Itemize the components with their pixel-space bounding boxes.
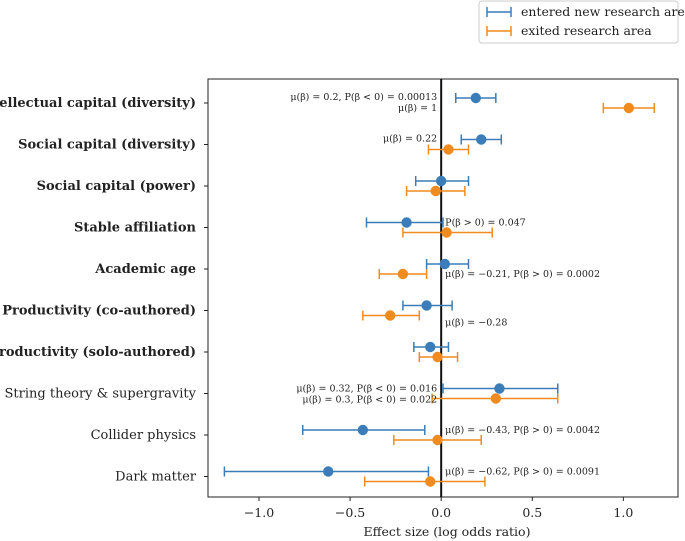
errorbar-exited — [418, 351, 459, 363]
mean-point — [384, 310, 396, 321]
x-tick-label: −1.0 — [244, 505, 274, 520]
y-tick-label: Collider physics — [91, 428, 196, 443]
errorbar-entered — [414, 175, 470, 187]
mean-point — [441, 227, 452, 238]
errorbar-entered — [460, 134, 503, 145]
y-tick-label: Academic age — [94, 262, 196, 277]
stat-annotation: μ(β) = 0.32, P(β < 0) = 0.016 — [296, 384, 437, 395]
y-axis: Intellectual capital (diversity) Social c… — [0, 96, 208, 485]
x-axis: −1.0 −0.5 0.0 0.5 1.0 — [244, 497, 633, 520]
x-tick-label: 0.0 — [431, 505, 451, 520]
errorbar-entered — [402, 300, 453, 311]
mean-point — [470, 92, 481, 104]
mean-point — [476, 134, 487, 145]
errorbar-exited — [405, 185, 466, 197]
stat-annotation: μ(β) = 0.2, P(β < 0) = 0.00013 — [290, 92, 437, 103]
legend-entry-exited: exited research area — [486, 23, 652, 38]
mean-point — [425, 476, 436, 487]
y-tick-label: Intellectual capital (diversity) — [0, 96, 196, 111]
stat-annotation: μ(β) = 0.22 — [383, 134, 437, 145]
errorbar-exited — [402, 227, 493, 238]
errorbar-entered — [425, 258, 470, 270]
mean-point — [397, 268, 409, 280]
errorbar-entered — [365, 217, 444, 228]
mean-point — [494, 383, 505, 394]
errorbar-entered — [413, 341, 450, 353]
y-tick-label: Stable affiliation — [74, 221, 197, 236]
legend-box — [478, 0, 679, 44]
errorbar-exited — [427, 144, 470, 155]
errorbar-exited — [363, 476, 486, 487]
mean-point — [432, 351, 443, 363]
mean-point — [357, 424, 369, 436]
y-tick-label: Dark matter — [115, 470, 197, 485]
mean-point — [623, 102, 635, 114]
stat-annotation: μ(β) = −0.21, P(β > 0) = 0.0002 — [445, 269, 600, 280]
mean-point — [435, 175, 447, 187]
x-tick-label: −0.5 — [335, 505, 365, 520]
legend-entry-entered: entered new research area — [486, 4, 685, 19]
mean-point — [323, 466, 334, 477]
stat-annotation: μ(β) = −0.62, P(β > 0) = 0.0091 — [445, 467, 600, 478]
mean-point — [425, 341, 436, 353]
legend-label: entered new research area — [521, 4, 685, 19]
mean-point — [443, 144, 454, 155]
legend-label: exited research area — [521, 23, 652, 38]
stat-annotation: μ(β) = −0.43, P(β > 0) = 0.0042 — [445, 425, 600, 436]
plot-area — [207, 78, 679, 498]
x-tick-label: 1.0 — [613, 505, 633, 520]
errorbar-entered — [455, 92, 497, 104]
stat-annotation: P(β > 0) = 0.047 — [445, 218, 526, 229]
errorbar-entered — [301, 424, 426, 436]
x-axis-label: Effect size (log odds ratio) — [364, 524, 531, 539]
y-tick-label: Productivity (solo-authored) — [0, 345, 196, 360]
stat-annotation: μ(β) = 1 — [398, 103, 437, 114]
y-tick-label: Social capital (power) — [37, 179, 196, 194]
stat-annotation: μ(β) = 0.3, P(β < 0) = 0.022 — [302, 395, 437, 406]
errorbar-exited — [602, 102, 656, 114]
y-tick-label: String theory & supergravity — [5, 387, 197, 402]
mean-point — [490, 393, 502, 404]
errorbar-exited — [431, 393, 559, 404]
y-tick-label: Social capital (diversity) — [18, 138, 196, 153]
errorbar-entered — [442, 383, 559, 394]
errorbar-exited — [362, 310, 421, 321]
plot-frame — [207, 78, 679, 498]
mean-point — [421, 300, 432, 311]
y-tick-label: Productivity (co-authored) — [2, 304, 196, 319]
errorbar-entered — [223, 466, 430, 477]
mean-point — [430, 185, 441, 197]
stat-annotation: μ(β) = −0.28 — [445, 318, 507, 329]
mean-point — [439, 258, 451, 270]
mean-point — [401, 217, 412, 228]
errorbar-exited — [378, 268, 428, 280]
x-tick-label: 0.5 — [522, 505, 542, 520]
mean-point — [432, 434, 443, 446]
errorbar-exited — [393, 434, 483, 446]
legend: entered new research area exited research… — [478, 0, 685, 44]
